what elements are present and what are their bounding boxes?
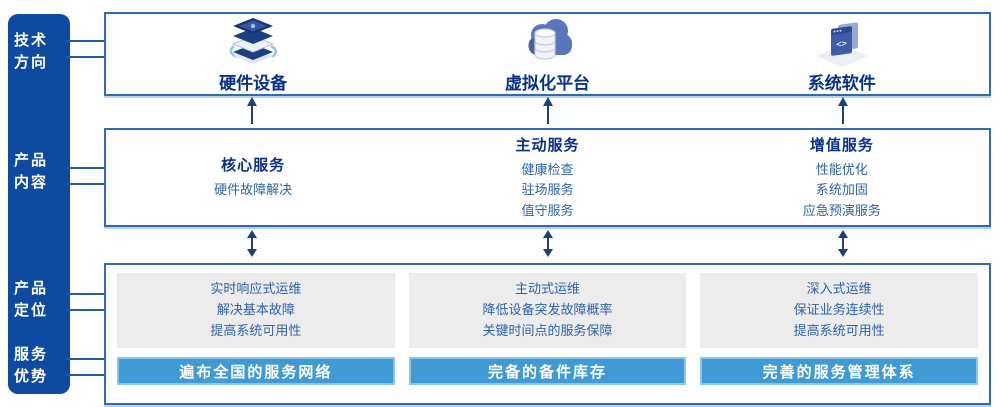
positioning-line: 降低设备突发故障概率 — [482, 302, 613, 318]
positioning-col-realtime: 实时响应式运维 解决基本故障 提高系统可用性 遍布全国的服务网络 — [117, 273, 395, 385]
service-item: 性能优化 — [815, 162, 868, 178]
product-content-panel: 核心服务 硬件故障解决 主动服务 健康检查 驻场服务 值守服务 增值服务 性能优… — [104, 128, 991, 227]
positioning-text-box: 实时响应式运维 解决基本故障 提高系统可用性 — [117, 273, 395, 348]
service-item: 应急预演服务 — [802, 202, 881, 218]
code-window-icon: <> — [810, 15, 874, 67]
connector-line — [66, 358, 106, 360]
positioning-text-box: 深入式运维 保证业务连续性 提高系统可用性 — [700, 273, 979, 348]
tech-item-hardware: 硬件设备 — [106, 14, 400, 94]
service-group-proactive: 主动服务 健康检查 驻场服务 值守服务 — [400, 130, 694, 225]
positioning-line: 提高系统可用性 — [210, 322, 302, 338]
positioning-line: 解决基本故障 — [216, 302, 295, 318]
service-item: 健康检查 — [521, 162, 574, 178]
tech-item-label: 虚拟化平台 — [504, 73, 590, 93]
arrow-up-icon — [837, 96, 849, 129]
positioning-col-proactive: 主动式运维 降低设备突发故障概率 关键时间点的服务保障 完备的备件库存 — [408, 273, 687, 385]
connector-line — [66, 167, 106, 169]
arrow-up-down-icon — [542, 229, 554, 262]
arrow-up-icon — [246, 96, 258, 129]
sidebar-item-product-content: 产品 内容 — [0, 150, 62, 194]
positioning-line: 关键时间点的服务保障 — [482, 322, 613, 338]
connector-line — [66, 40, 106, 42]
sidebar-label-line: 产品 — [13, 152, 48, 169]
advantage-banner: 完善的服务管理体系 — [700, 357, 979, 385]
service-group-title: 主动服务 — [515, 137, 580, 155]
cloud-database-icon — [515, 15, 579, 67]
service-item: 硬件故障解决 — [214, 182, 293, 198]
positioning-line: 保证业务连续性 — [793, 302, 885, 318]
double-arrow-row — [104, 229, 991, 262]
sidebar-label-line: 产品 — [13, 280, 48, 297]
tech-item-system-software: <> 系统软件 — [695, 14, 989, 94]
svg-text:<>: <> — [836, 38, 847, 50]
server-stack-icon — [221, 15, 285, 67]
sidebar-label-line: 优势 — [13, 367, 48, 385]
positioning-text-box: 主动式运维 降低设备突发故障概率 关键时间点的服务保障 — [408, 273, 687, 348]
sidebar-label-line: 定位 — [13, 301, 48, 319]
connector-line — [66, 374, 106, 376]
connector-line — [66, 309, 106, 311]
category-sidebar — [8, 14, 70, 394]
connector-line — [66, 183, 106, 185]
advantage-banner: 遍布全国的服务网络 — [117, 357, 395, 385]
sidebar-item-tech-direction: 技术 方向 — [0, 30, 62, 74]
tech-item-virtualization: 虚拟化平台 — [400, 14, 694, 94]
sidebar-label-line: 技术 — [13, 32, 48, 49]
service-item: 驻场服务 — [521, 182, 574, 198]
sidebar-label-line: 服务 — [13, 346, 48, 363]
arrow-up-icon — [542, 96, 554, 129]
service-item: 值守服务 — [521, 202, 574, 218]
advantage-banner: 完备的备件库存 — [408, 357, 687, 385]
positioning-line: 主动式运维 — [515, 281, 581, 297]
tech-direction-panel: 硬件设备 虚拟化平台 — [104, 12, 991, 96]
sidebar-item-service-advantage: 服务 优势 — [0, 344, 62, 388]
tech-item-label: 系统软件 — [807, 73, 876, 93]
positioning-line: 深入式运维 — [806, 281, 872, 297]
arrow-up-down-icon — [837, 229, 849, 262]
up-arrow-row — [104, 96, 991, 129]
arrow-up-down-icon — [246, 229, 258, 262]
service-item: 系统加固 — [815, 182, 868, 198]
positioning-line: 提高系统可用性 — [793, 322, 885, 338]
sidebar-item-product-positioning: 产品 定位 — [0, 278, 62, 322]
tech-item-label: 硬件设备 — [219, 73, 288, 93]
connector-line — [66, 56, 106, 58]
sidebar-label-line: 内容 — [13, 173, 48, 191]
service-group-title: 核心服务 — [221, 157, 286, 175]
product-positioning-panel: 实时响应式运维 解决基本故障 提高系统可用性 遍布全国的服务网络 主动式运维 降… — [104, 263, 991, 405]
service-group-title: 增值服务 — [809, 137, 874, 155]
positioning-line: 实时响应式运维 — [210, 281, 302, 297]
connector-line — [66, 293, 106, 295]
positioning-col-indepth: 深入式运维 保证业务连续性 提高系统可用性 完善的服务管理体系 — [700, 273, 979, 385]
service-group-core: 核心服务 硬件故障解决 — [106, 130, 400, 225]
service-group-value-added: 增值服务 性能优化 系统加固 应急预演服务 — [695, 130, 989, 225]
sidebar-label-line: 方向 — [13, 53, 48, 71]
